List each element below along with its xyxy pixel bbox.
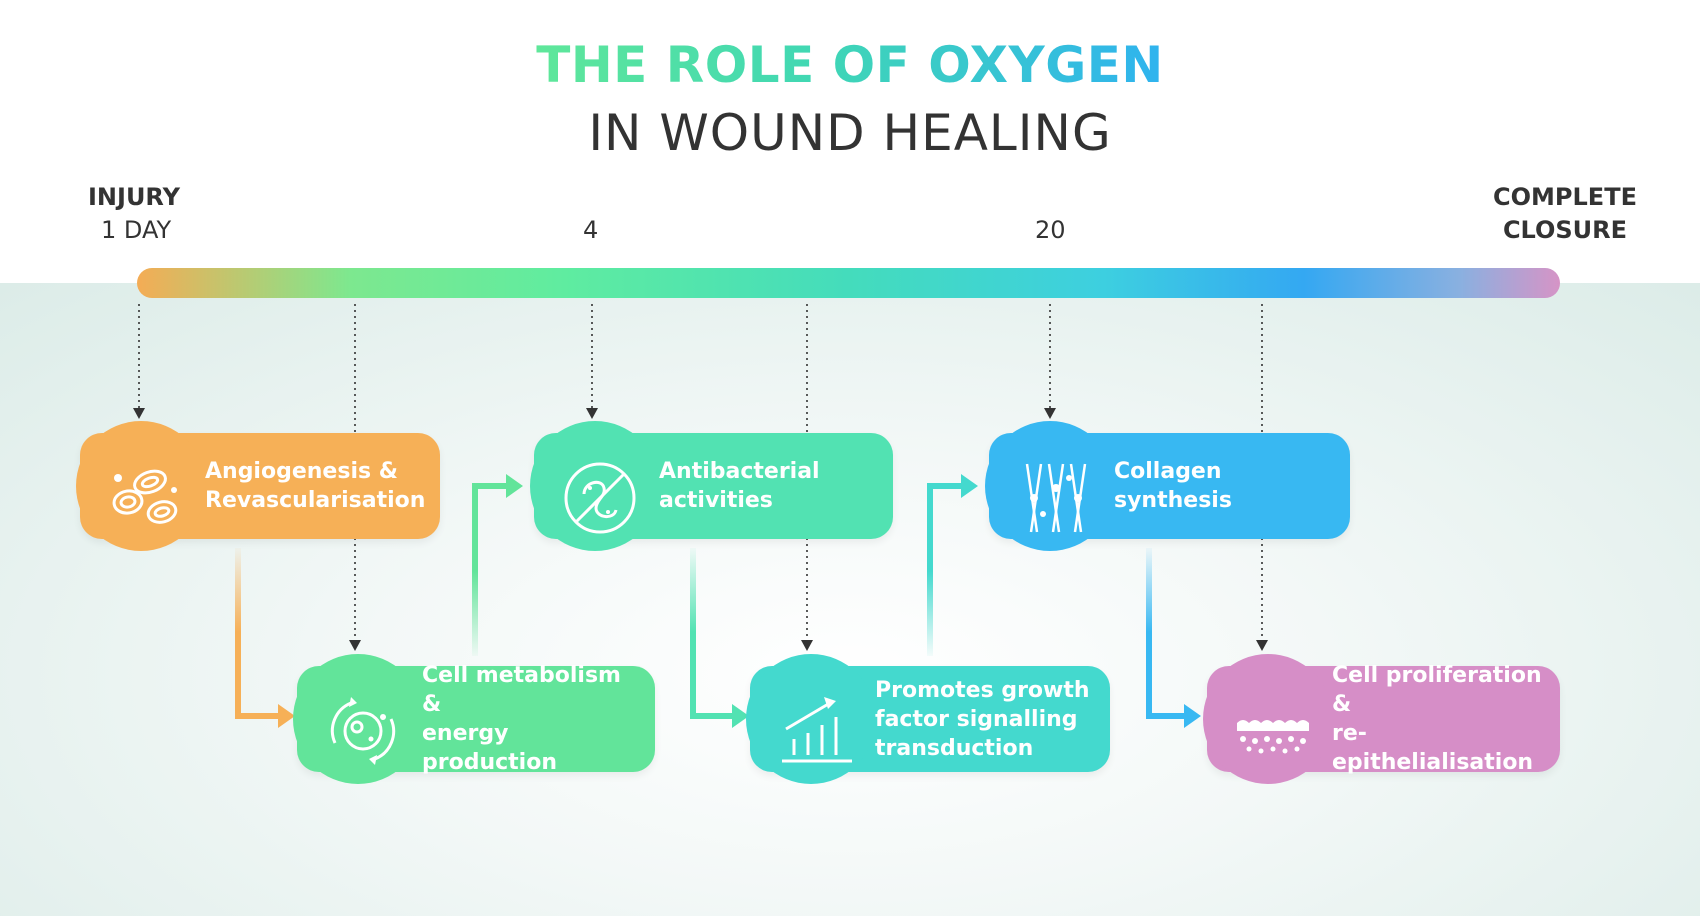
- no-bacteria-icon: [564, 462, 636, 534]
- background-panel: [0, 283, 1700, 916]
- node-label: Cell proliferation & re-epithelialisatio…: [1332, 663, 1542, 775]
- node-label: Collagen synthesis: [1114, 459, 1232, 513]
- node-cell-proliferation: Cell proliferation & re-epithelialisatio…: [1203, 654, 1560, 784]
- red-blood-cells-icon: [112, 469, 178, 524]
- timeline-start-label: INJURY: [88, 183, 180, 211]
- page-subtitle: IN WOUND HEALING: [588, 104, 1112, 162]
- timeline-end-label-1: COMPLETE: [1493, 183, 1637, 211]
- node-angiogenesis: Angiogenesis & Revascularisation: [76, 421, 440, 551]
- cell-cycle-icon: [330, 697, 396, 765]
- node-label: Cell metabolism & energy production: [422, 663, 621, 775]
- page-title: THE ROLE OF OXYGEN: [536, 36, 1164, 94]
- timeline-bar: [137, 268, 1560, 298]
- timeline-mark-20: 20: [1035, 216, 1066, 244]
- node-label: Promotes growth factor signalling transd…: [875, 677, 1090, 761]
- growth-chart-icon: [782, 697, 852, 763]
- node-collagen: Collagen synthesis: [985, 421, 1350, 551]
- node-cell-metabolism: Cell metabolism & energy production: [293, 654, 655, 784]
- timeline-end-label-2: CLOSURE: [1502, 216, 1628, 244]
- timeline-start-day: 1 DAY: [101, 216, 172, 244]
- node-label: Antibacterial activities: [659, 459, 820, 513]
- skin-layer-icon: [1237, 720, 1309, 754]
- node-antibacterial: Antibacterial activities: [530, 421, 893, 551]
- collagen-fibers-icon: [1025, 463, 1087, 533]
- timeline-mark-4: 4: [583, 216, 599, 244]
- node-label: Angiogenesis & Revascularisation: [205, 459, 426, 513]
- node-growth-factor: Promotes growth factor signalling transd…: [746, 654, 1110, 784]
